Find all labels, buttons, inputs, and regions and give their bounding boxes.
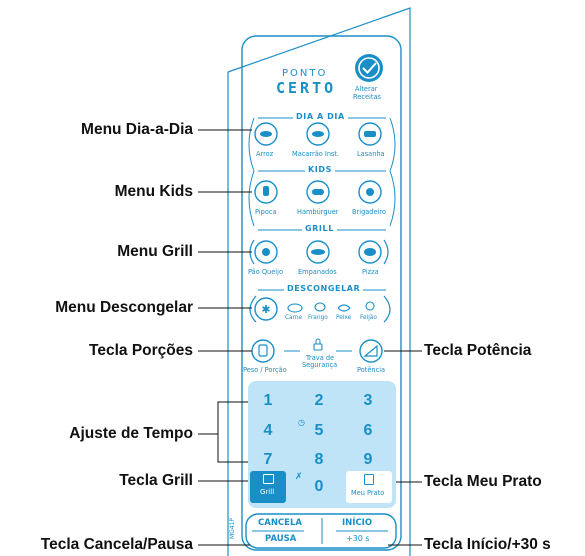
- grill-key[interactable]: [250, 471, 286, 503]
- meu-prato-icon: [364, 474, 374, 485]
- callout-meu-prato: Tecla Meu Prato: [424, 473, 542, 490]
- label-carne[interactable]: Carne: [285, 315, 303, 321]
- dia-buttons: [254, 122, 382, 264]
- label-feijao[interactable]: Feijão: [360, 315, 377, 321]
- alterar-label-2: Receitas: [353, 93, 381, 101]
- label-pao-queijo[interactable]: Pão Queijo: [248, 268, 283, 276]
- key-5[interactable]: 5: [314, 422, 324, 439]
- cancela-label[interactable]: CANCELA: [258, 518, 302, 528]
- callout-tempo: Ajuste de Tempo: [69, 425, 193, 442]
- key-3[interactable]: 3: [363, 392, 373, 409]
- key-9[interactable]: 9: [363, 451, 373, 468]
- alterar-label-1: Alterar: [355, 85, 378, 93]
- label-frango[interactable]: Frango: [308, 315, 328, 321]
- key-1[interactable]: 1: [263, 392, 273, 409]
- section-descongelar: DESCONGELAR: [284, 284, 364, 293]
- label-brigadeiro[interactable]: Brigadeiro: [352, 208, 386, 216]
- label-arroz[interactable]: Arroz: [256, 150, 274, 158]
- label-trava-1: Trava de: [306, 354, 335, 362]
- svg-text:✱: ✱: [261, 303, 270, 316]
- callout-cancela: Tecla Cancela/Pausa: [40, 536, 193, 553]
- label-empanados[interactable]: Empanados: [298, 268, 337, 276]
- key-0[interactable]: 0: [314, 478, 324, 495]
- label-lasanha[interactable]: Lasanha: [357, 150, 385, 158]
- brand-certo: CERTO: [276, 79, 337, 97]
- label-potencia[interactable]: Potência: [357, 366, 386, 374]
- callout-tecla-grill: Tecla Grill: [119, 472, 193, 489]
- inicio-label[interactable]: INÍCIO: [342, 518, 373, 528]
- callout-porcoes: Tecla Porções: [89, 342, 193, 359]
- label-macarrao[interactable]: Macarrão Inst.: [292, 150, 340, 158]
- label-pipoca[interactable]: Pipoca: [255, 208, 277, 216]
- section-grill: GRILL: [302, 224, 337, 233]
- section-dia: DIA A DIA: [293, 112, 348, 121]
- meu-prato-key[interactable]: [346, 471, 392, 503]
- callout-kids: Menu Kids: [114, 183, 193, 200]
- callout-descongelar: Menu Descongelar: [55, 299, 193, 316]
- callout-grill: Menu Grill: [117, 243, 193, 260]
- grill-key-label: Grill: [260, 488, 275, 496]
- plus30-label[interactable]: +30 s: [346, 534, 370, 543]
- label-hamburguer[interactable]: Hambúrguer: [297, 208, 339, 216]
- key-6[interactable]: 6: [363, 422, 373, 439]
- callout-inicio: Tecla Início/+30 s: [424, 536, 551, 553]
- model-label: MG41P: [229, 517, 237, 540]
- mute-icon: ✗: [295, 472, 303, 482]
- key-2[interactable]: 2: [314, 392, 324, 409]
- brand-ponto: PONTO: [282, 68, 328, 79]
- grill-key-icon: [263, 474, 274, 484]
- label-pizza[interactable]: Pizza: [362, 268, 379, 276]
- callout-dia: Menu Dia-a-Dia: [81, 121, 193, 138]
- label-peixe[interactable]: Peixe: [336, 315, 352, 321]
- pausa-label[interactable]: PAUSA: [265, 534, 297, 544]
- key-8[interactable]: 8: [314, 451, 324, 468]
- clock-icon: ◷: [298, 418, 305, 427]
- key-4[interactable]: 4: [263, 422, 273, 439]
- meu-prato-label: Meu Prato: [351, 489, 385, 497]
- callout-potencia: Tecla Potência: [424, 342, 532, 359]
- label-peso[interactable]: Peso / Porção: [243, 366, 287, 374]
- key-7[interactable]: 7: [263, 451, 273, 468]
- section-kids: KIDS: [305, 165, 335, 174]
- label-trava-2: Segurança: [302, 361, 338, 369]
